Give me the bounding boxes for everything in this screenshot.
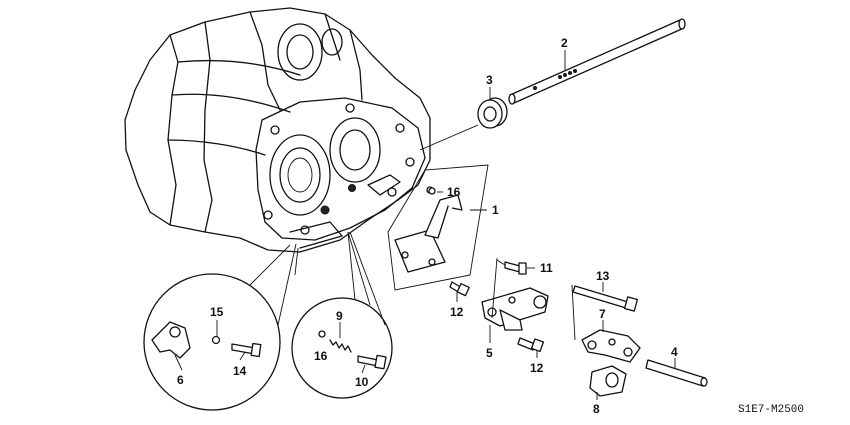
oil-seal [419, 97, 508, 151]
shift-rod [508, 18, 686, 105]
callout-15: 15 [210, 305, 224, 319]
bolt-11 [496, 259, 527, 275]
callout-7: 7 [599, 307, 606, 321]
callout-12-lower: 12 [530, 361, 544, 375]
holder [589, 365, 627, 397]
detail-circle-left [143, 243, 297, 411]
diagram-code: S1E7-M2500 [738, 404, 804, 416]
bolt-12-lower [517, 337, 545, 353]
shift-arm [581, 329, 641, 363]
callout-8: 8 [593, 402, 600, 416]
callout-6: 6 [177, 373, 184, 387]
callout-9: 9 [336, 309, 343, 323]
assembly-guides [294, 231, 576, 341]
callout-13: 13 [596, 269, 610, 283]
callout-16-lower: 16 [314, 349, 328, 363]
callout-labels: 1 2 3 4 5 6 7 8 9 10 11 12 12 13 14 15 1… [177, 36, 678, 416]
bolt-13 [572, 285, 639, 312]
callout-5: 5 [486, 346, 493, 360]
shift-pin [645, 359, 708, 387]
washer-16-marker [428, 187, 436, 195]
callout-4: 4 [671, 345, 678, 359]
transmission-housing [124, 7, 431, 253]
callout-16-upper: 16 [447, 185, 461, 199]
callout-2: 2 [561, 36, 568, 50]
callout-12-upper: 12 [450, 305, 464, 319]
bolt-12-upper [449, 281, 470, 297]
callout-11: 11 [540, 261, 553, 275]
shift-lever [481, 287, 549, 331]
callout-14: 14 [233, 364, 247, 378]
callout-10: 10 [355, 375, 369, 389]
callout-1: 1 [492, 203, 499, 217]
callout-3: 3 [486, 73, 493, 87]
callout-leaders [174, 50, 676, 400]
bracket-assembly [387, 164, 489, 291]
detail-circle-right [291, 231, 393, 399]
